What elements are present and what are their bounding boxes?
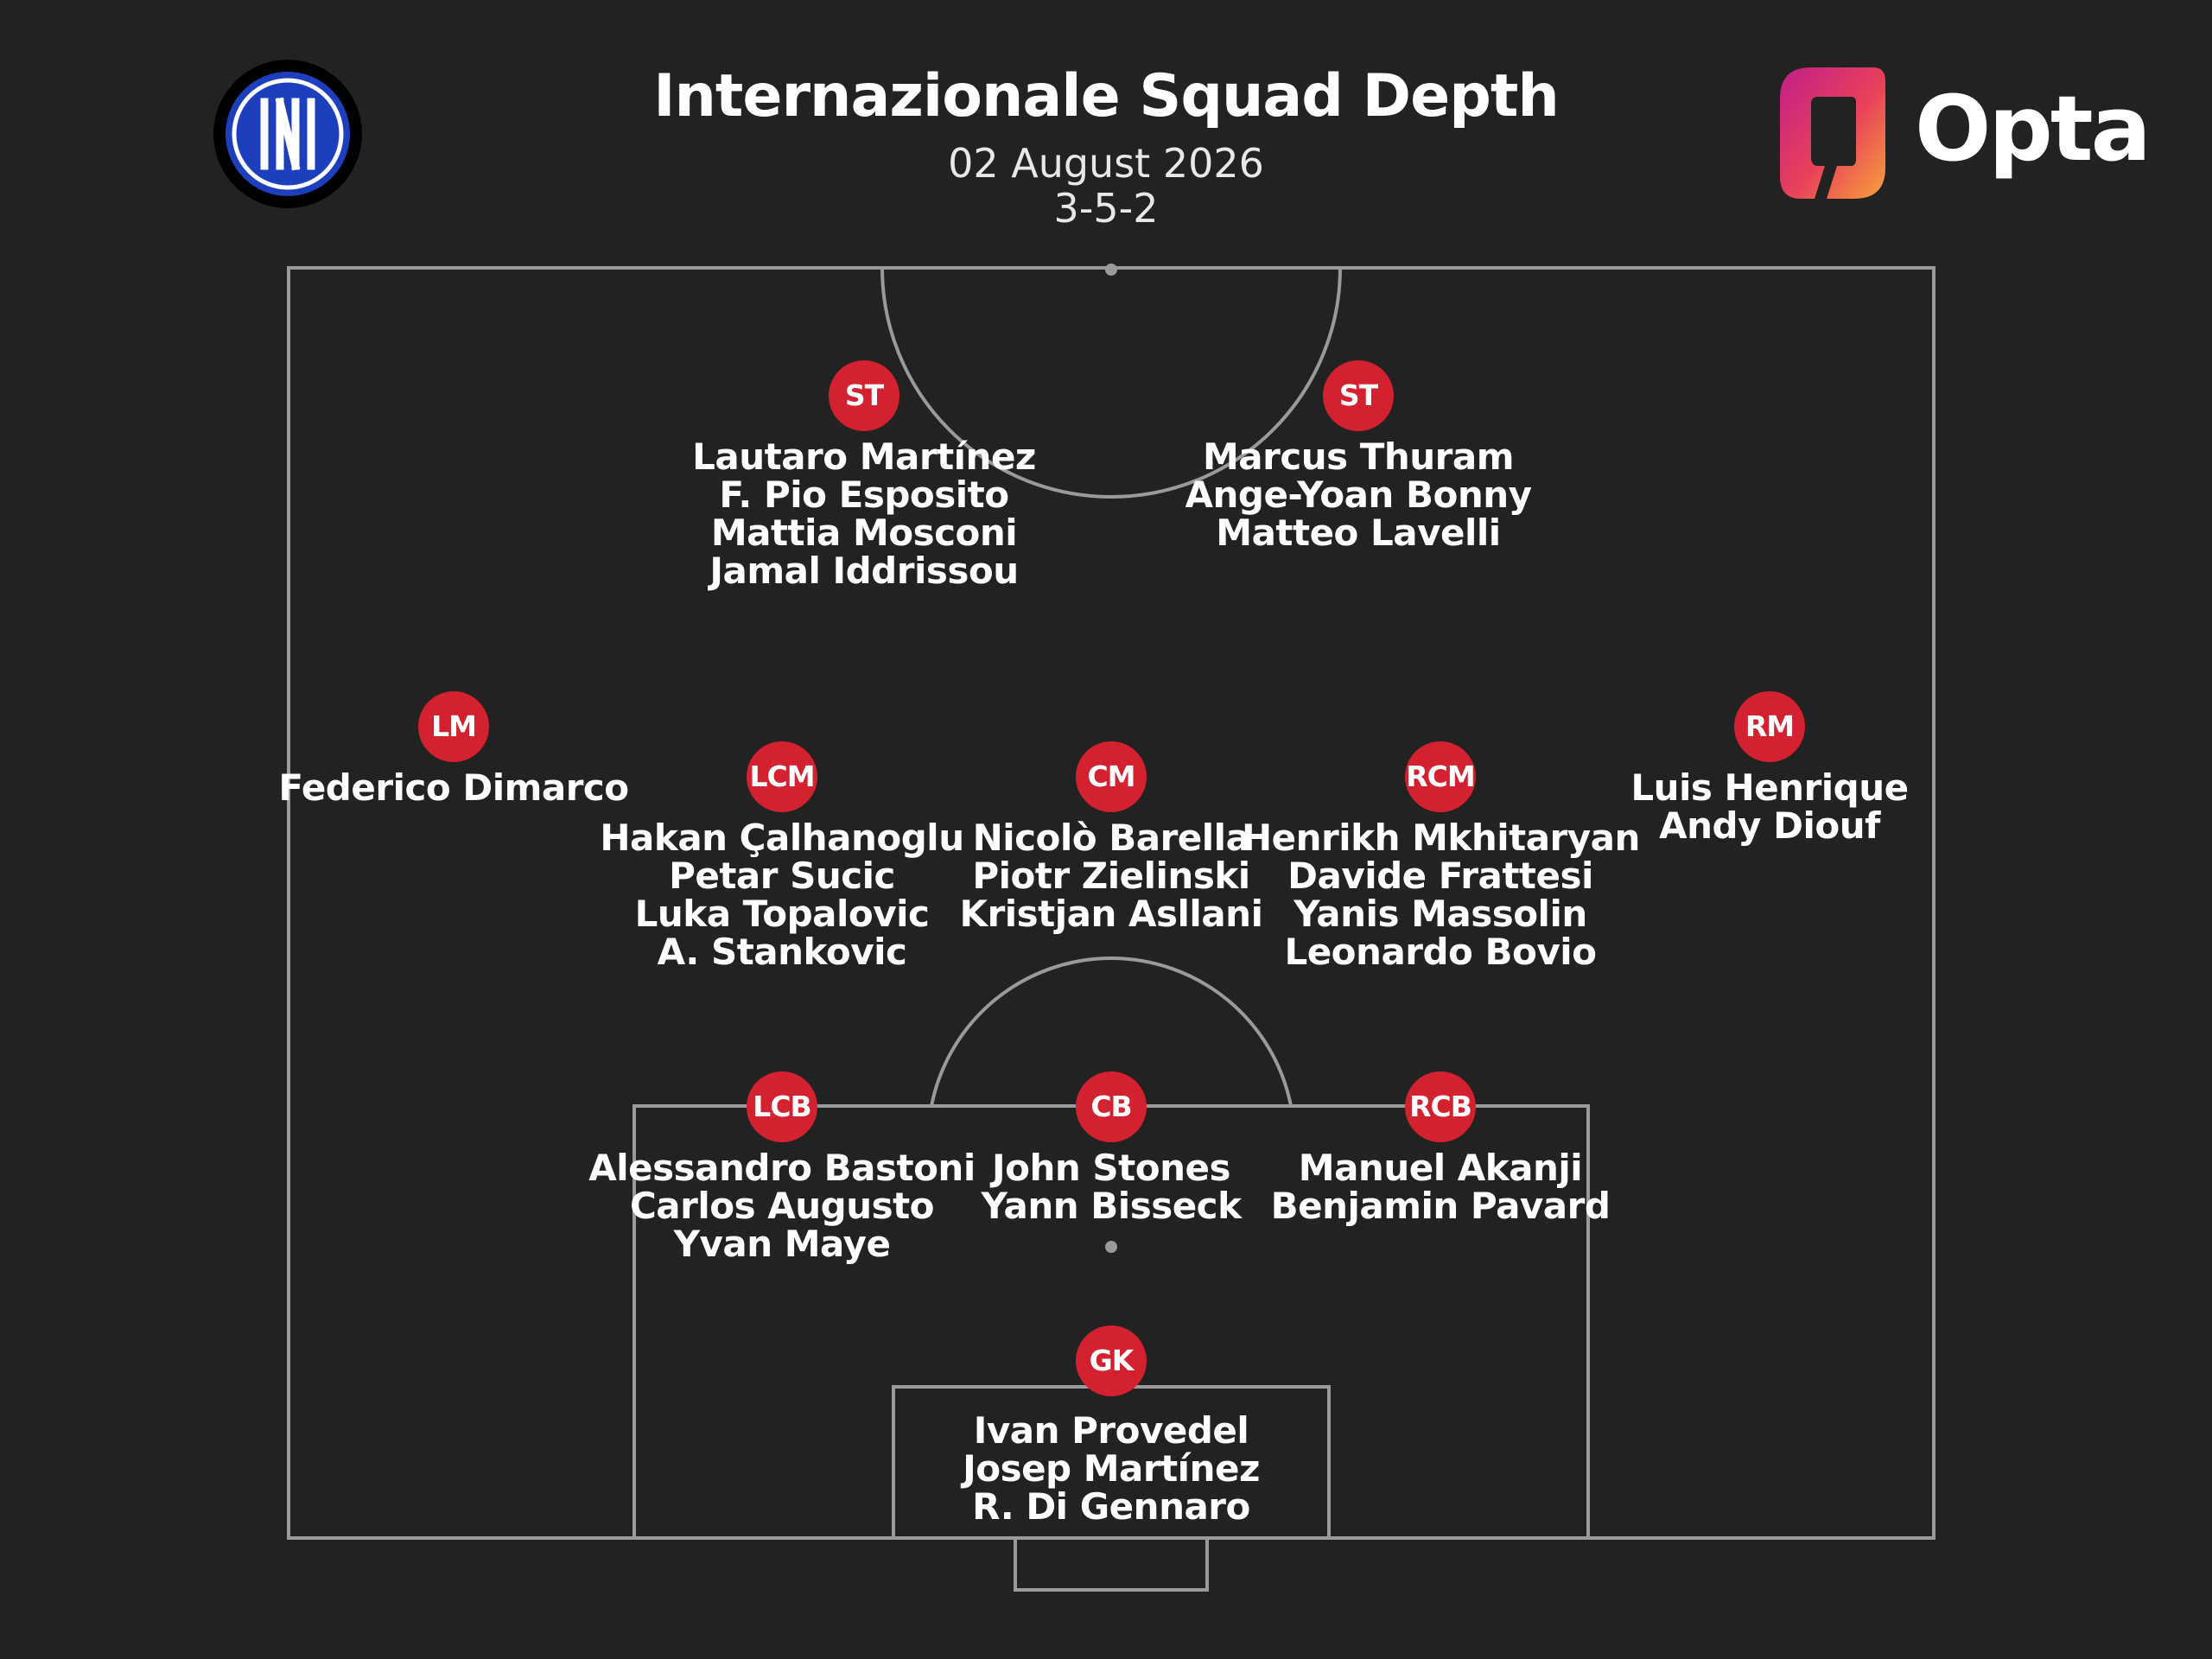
position-lcb: LCB Alessandro Bastoni Carlos Augusto Yv…	[583, 1071, 981, 1263]
player-name: Josep Martínez	[963, 1447, 1260, 1490]
centre-spot	[1105, 264, 1117, 276]
player-name: Andy Diouf	[1659, 804, 1880, 847]
position-badge: CM	[1076, 741, 1147, 812]
player-name: A. Stankovic	[657, 931, 907, 973]
position-cm: CM Nicolò Barella Piotr Zielinski Kristj…	[912, 741, 1310, 933]
player-name: Luka Topalovic	[634, 893, 930, 935]
player-name: Lautaro Martínez	[692, 435, 1036, 478]
player-name: Hakan Çalhanoglu	[600, 817, 964, 859]
player-list: Ivan Provedel Josep Martínez R. Di Genna…	[912, 1412, 1310, 1526]
player-list: Lautaro Martínez F. Pio Esposito Mattia …	[665, 438, 1063, 590]
player-name: Mattia Mosconi	[710, 512, 1018, 554]
position-st-left: ST Lautaro Martínez F. Pio Esposito Matt…	[665, 360, 1063, 590]
position-badge: LCM	[747, 741, 817, 812]
position-rcm: RCM Henrikh Mkhitaryan Davide Frattesi Y…	[1242, 741, 1640, 973]
player-list: Luis Henrique Andy Diouf	[1571, 769, 1968, 845]
player-name: Ange-Yoan Bonny	[1185, 474, 1532, 516]
opta-wordmark: Opta	[1915, 76, 2152, 181]
position-lcm: LCM Hakan Çalhanoglu Petar Sucic Luka To…	[583, 741, 981, 971]
position-st-right: ST Marcus Thuram Ange-Yoan Bonny Matteo …	[1160, 360, 1557, 552]
player-name: Davide Frattesi	[1287, 855, 1593, 897]
position-cb: CB John Stones Yann Bisseck	[912, 1071, 1310, 1225]
player-name: Marcus Thuram	[1202, 435, 1515, 478]
player-list: Manuel Akanji Benjamin Pavard	[1242, 1149, 1639, 1225]
player-name: Alessandro Bastoni	[588, 1147, 976, 1189]
position-badge: LM	[418, 691, 489, 762]
penalty-arc	[930, 957, 1293, 1107]
page-title: Internazionale Squad Depth	[653, 62, 1560, 130]
opta-logo-icon	[1780, 67, 1885, 199]
position-badge: GK	[1076, 1325, 1147, 1396]
player-name: Matteo Lavelli	[1216, 512, 1501, 554]
player-name: Petar Sucic	[669, 855, 895, 897]
player-name: Federico Dimarco	[278, 766, 629, 809]
position-rcb: RCB Manuel Akanji Benjamin Pavard	[1242, 1071, 1639, 1225]
player-name: Carlos Augusto	[629, 1185, 935, 1227]
position-badge: CB	[1076, 1071, 1147, 1142]
player-name: Piotr Zielinski	[972, 855, 1250, 897]
player-name: Jamal Iddrissou	[709, 550, 1019, 592]
player-name: F. Pio Esposito	[719, 474, 1009, 516]
date-label: 02 August 2026	[948, 140, 1264, 187]
player-list: Hakan Çalhanoglu Petar Sucic Luka Topalo…	[583, 819, 981, 971]
position-badge: RCM	[1405, 741, 1476, 812]
player-name: Kristjan Asllani	[959, 893, 1263, 935]
player-name: John Stones	[992, 1147, 1230, 1189]
player-name: Benjamin Pavard	[1270, 1185, 1611, 1227]
position-badge: ST	[1323, 360, 1394, 431]
player-name: R. Di Gennaro	[972, 1485, 1250, 1528]
player-name: Ivan Provedel	[973, 1409, 1249, 1452]
player-list: Henrikh Mkhitaryan Davide Frattesi Yanis…	[1242, 817, 1640, 973]
position-badge: RM	[1734, 691, 1805, 762]
player-list: Federico Dimarco	[255, 769, 652, 807]
player-name: Yvan Maye	[673, 1223, 891, 1265]
player-name: Henrikh Mkhitaryan	[1242, 817, 1640, 859]
position-badge: LCB	[747, 1071, 817, 1142]
position-lm: LM Federico Dimarco	[255, 691, 652, 807]
player-name: Yann Bisseck	[981, 1185, 1242, 1227]
goal	[1014, 1536, 1209, 1592]
penalty-spot	[1105, 1241, 1117, 1253]
player-name: Luis Henrique	[1630, 766, 1909, 809]
position-rm: RM Luis Henrique Andy Diouf	[1571, 691, 1968, 845]
position-badge: RCB	[1405, 1071, 1476, 1142]
player-list: Marcus Thuram Ange-Yoan Bonny Matteo Lav…	[1160, 438, 1557, 552]
player-name: Nicolò Barella	[972, 817, 1250, 859]
player-name: Yanis Massolin	[1294, 893, 1587, 935]
position-gk: GK Ivan Provedel Josep Martínez R. Di Ge…	[912, 1325, 1310, 1526]
player-list: John Stones Yann Bisseck	[912, 1149, 1310, 1225]
formation-label: 3-5-2	[1053, 185, 1159, 232]
position-badge: ST	[829, 360, 899, 431]
centre-circle	[880, 267, 1342, 499]
opta-logo: Opta	[1777, 64, 2152, 202]
player-name: Leonardo Bovio	[1284, 931, 1597, 973]
player-name: Manuel Akanji	[1298, 1147, 1583, 1189]
inter-milan-crest-icon	[213, 59, 363, 209]
player-list: Alessandro Bastoni Carlos Augusto Yvan M…	[583, 1149, 981, 1263]
player-list: Nicolò Barella Piotr Zielinski Kristjan …	[912, 819, 1310, 933]
